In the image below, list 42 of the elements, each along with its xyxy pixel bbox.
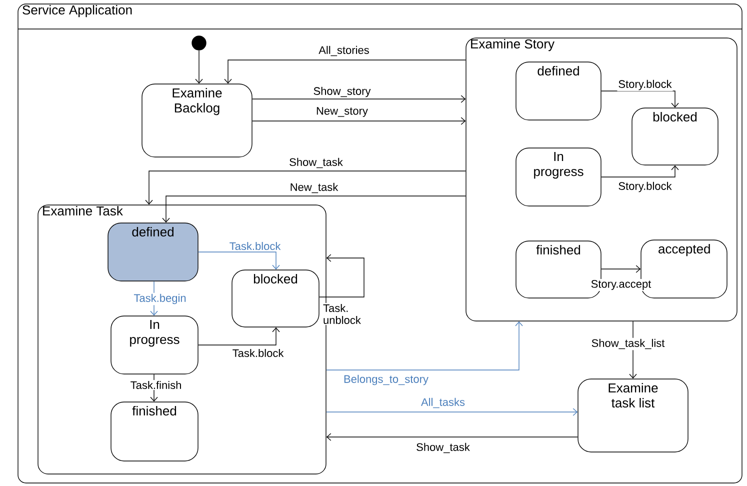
edge-label: Show_story (312, 86, 372, 98)
arrow (252, 117, 466, 125)
edge-label: Belongs_to_story (342, 374, 430, 386)
edge-label: Show_task (288, 156, 344, 170)
arrow (145, 170, 466, 205)
edge-label: Task.begin (132, 292, 188, 306)
arrow (252, 95, 466, 103)
arrow (601, 265, 641, 273)
arrow (319, 254, 364, 298)
edge-label: Story.block (617, 78, 673, 92)
edge-label: Story.block (617, 180, 673, 194)
arrow (224, 60, 466, 84)
arrow (195, 50, 203, 84)
state-box: In progress (516, 148, 602, 206)
edge-label: Task.block (228, 240, 282, 252)
edge-label: Story.accept (590, 279, 652, 291)
arrow (601, 165, 679, 178)
state-box: blocked (232, 270, 320, 328)
edge-label: All_stories (318, 44, 370, 58)
edge-label: Task.finish (129, 380, 183, 390)
arrow (326, 408, 578, 416)
arrow (601, 90, 679, 108)
state-box: Examine Backlog (142, 84, 252, 158)
edge-label: Show_task_list (590, 338, 666, 350)
edge-label: Task.block (231, 348, 285, 358)
state-box: defined (516, 62, 602, 120)
arrow (198, 252, 280, 270)
arrow (162, 196, 466, 223)
state-box: Examine task list (578, 378, 688, 452)
arrow (326, 321, 523, 370)
state-box: In progress (110, 316, 198, 374)
arrow (198, 327, 280, 346)
edge-label: New_story (315, 106, 369, 118)
edge-label: New_task (288, 182, 340, 194)
edge-label: All_tasks (420, 396, 466, 410)
initial-state (192, 36, 206, 50)
edge-label: Show_task (415, 442, 471, 454)
edge-label: Task. unblock (322, 302, 364, 326)
arrow (326, 433, 578, 441)
state-box: defined (108, 222, 198, 282)
state-box: blocked (632, 108, 718, 166)
state-box: finished (110, 402, 198, 462)
